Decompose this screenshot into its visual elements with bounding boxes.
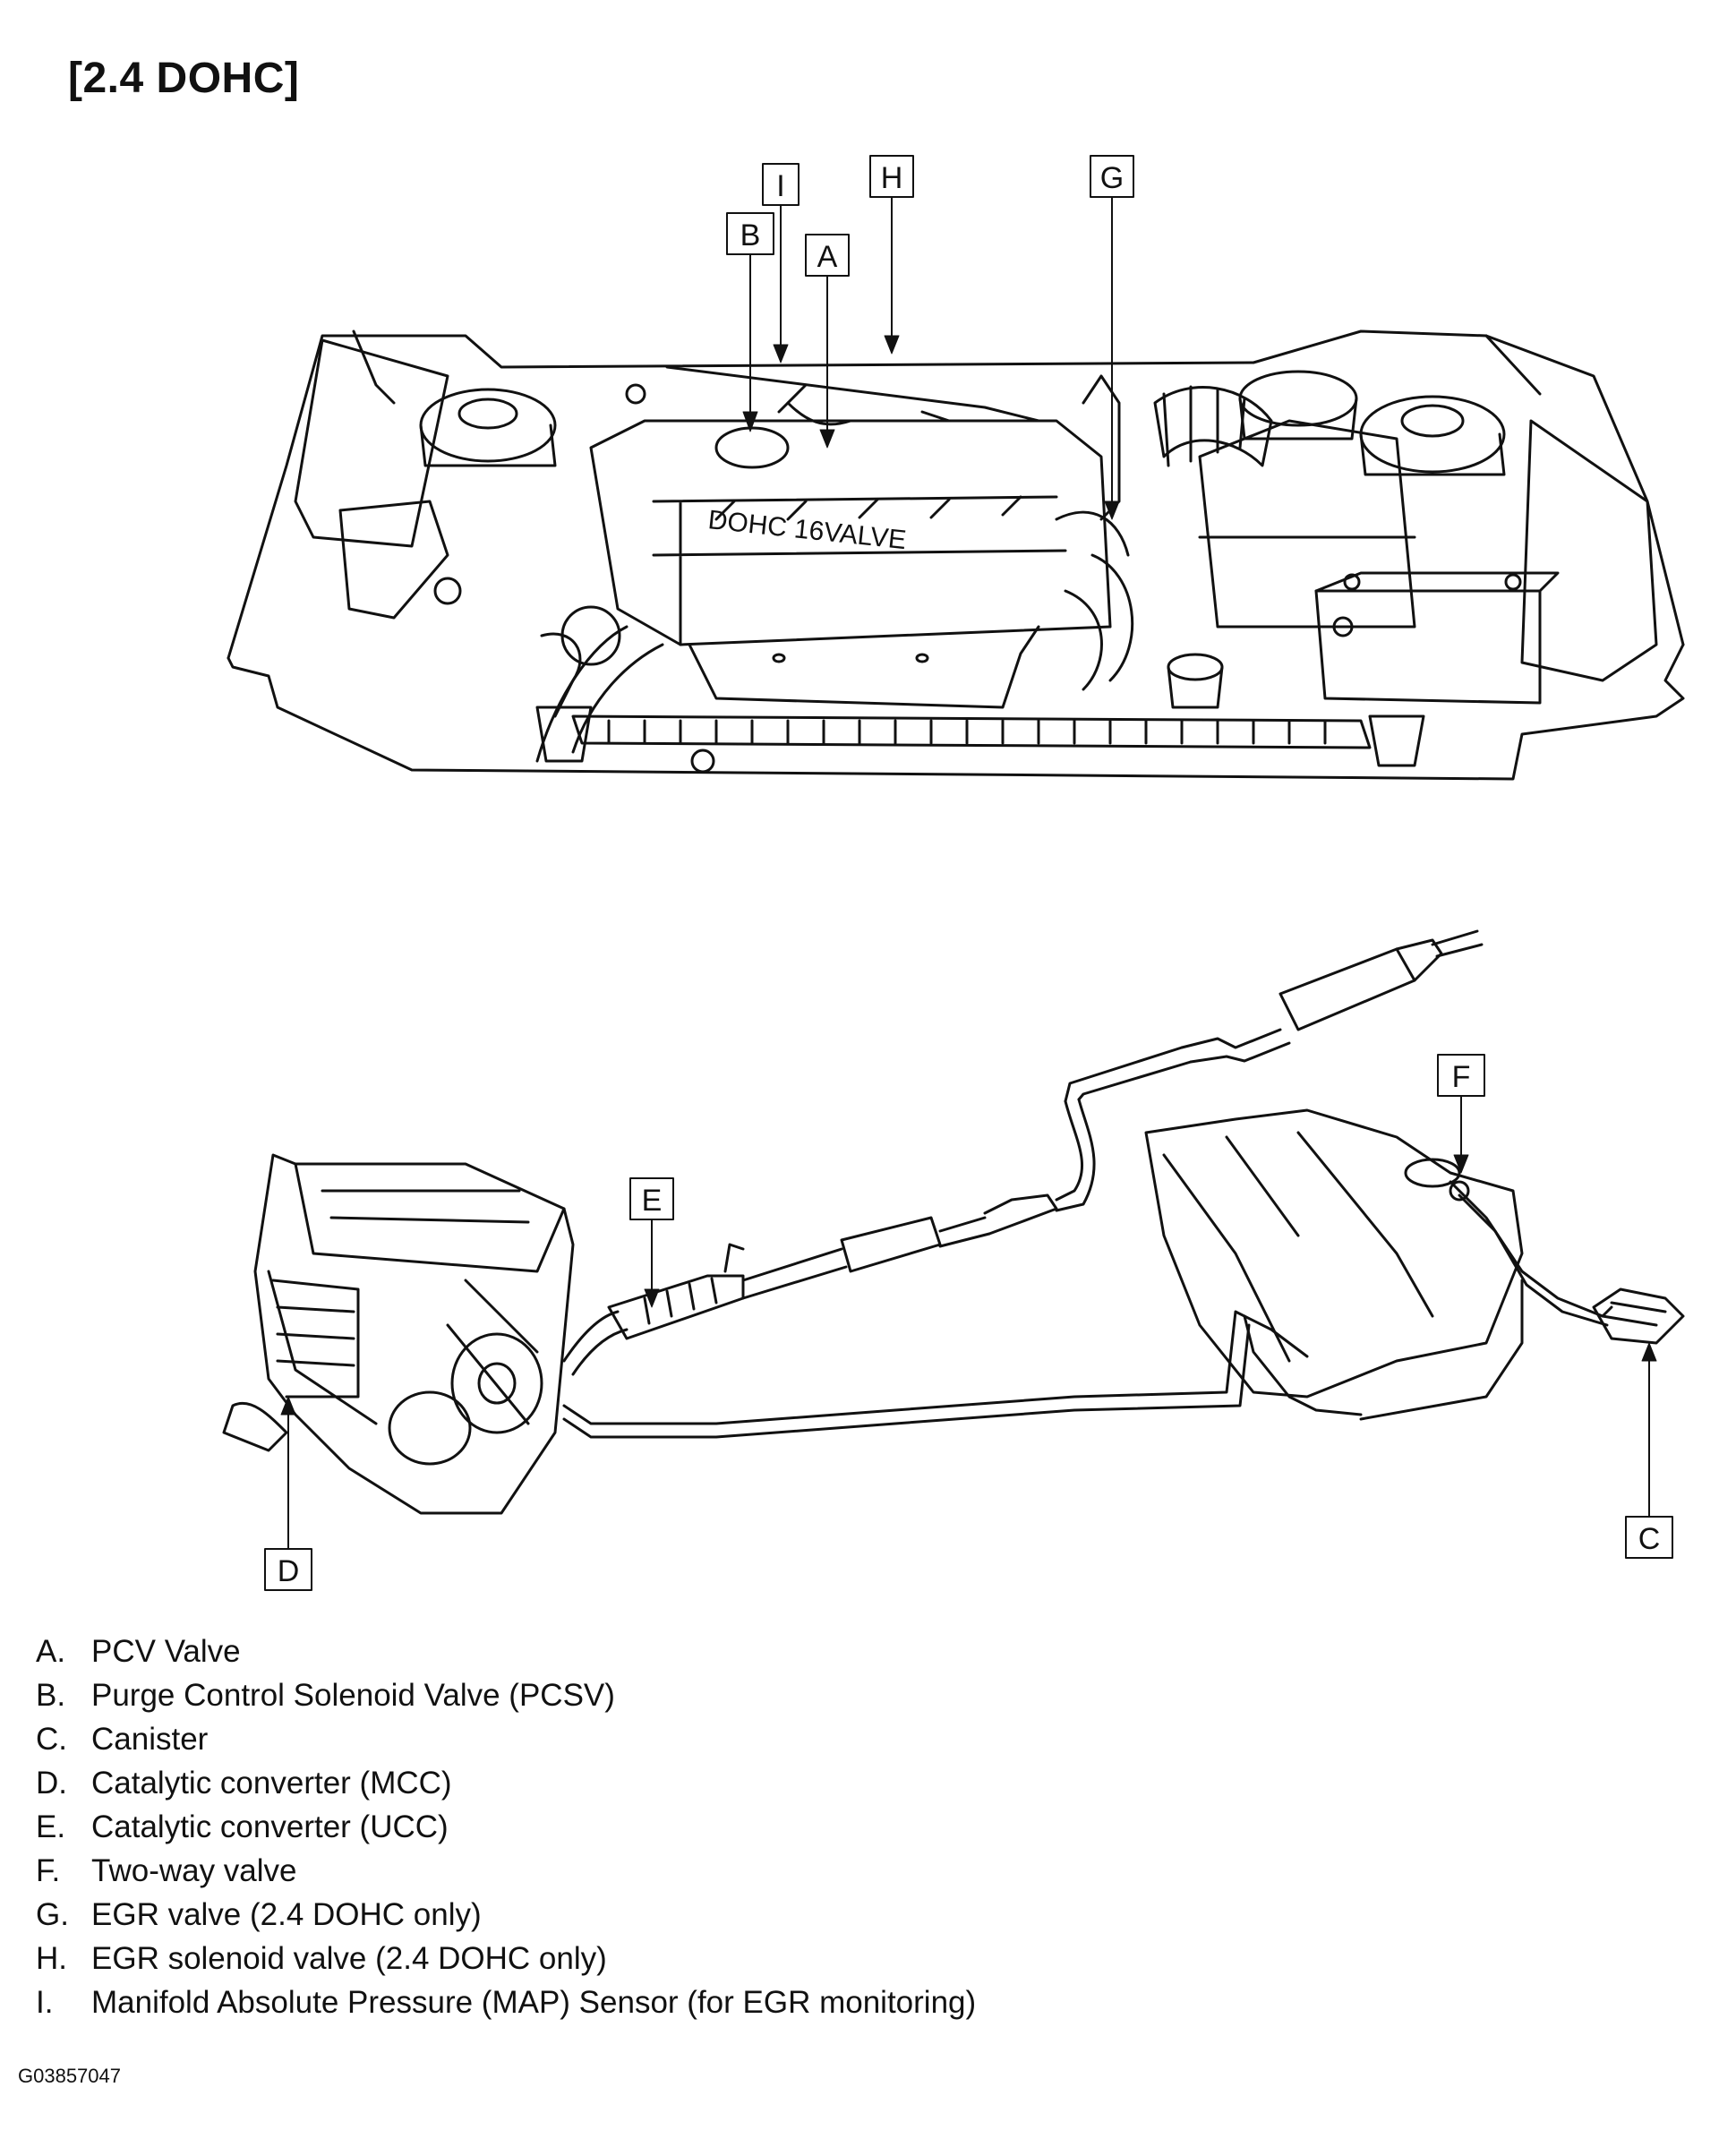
legend-text: PCV Valve	[91, 1634, 241, 1669]
svg-text:B: B	[740, 218, 761, 252]
legend-text: Catalytic converter (MCC)	[91, 1766, 452, 1801]
legend-letter: B.	[36, 1678, 66, 1713]
svg-text:H: H	[881, 161, 903, 195]
svg-text:F: F	[1452, 1060, 1471, 1094]
legend-letter: A.	[36, 1634, 66, 1669]
callout-I: I	[762, 163, 800, 364]
callout-G: G	[1090, 155, 1134, 520]
svg-text:D: D	[278, 1554, 300, 1588]
callout-D: D	[264, 1396, 312, 1591]
legend-letter: D.	[36, 1766, 67, 1801]
callout-F: F	[1437, 1054, 1485, 1174]
legend-letter: G.	[36, 1897, 69, 1932]
legend-letter: H.	[36, 1941, 67, 1976]
engine-bay-illustration: DOHC 16VALVE	[227, 329, 1685, 781]
figure-id: G03857047	[18, 2065, 121, 2087]
legend-text: EGR solenoid valve (2.4 DOHC only)	[91, 1941, 607, 1976]
engine-cover-mark: DOHC 16VALVE	[706, 505, 908, 555]
legend-letter: E.	[36, 1809, 66, 1844]
svg-text:E: E	[642, 1184, 663, 1218]
svg-text:I: I	[776, 169, 784, 203]
legend-text: EGR valve (2.4 DOHC only)	[91, 1897, 482, 1932]
callout-H: H	[869, 155, 914, 355]
callout-B: B	[726, 212, 774, 432]
legend-text: Two-way valve	[91, 1853, 297, 1888]
svg-text:C: C	[1638, 1522, 1661, 1556]
engine-and-exhaust-diagram: DOHC 16VALVE	[222, 155, 1685, 1591]
callout-E: E	[629, 1177, 674, 1308]
callout-C: C	[1625, 1342, 1673, 1559]
legend-text: Catalytic converter (UCC)	[91, 1809, 449, 1844]
legend-letter: C.	[36, 1722, 67, 1757]
exhaust-system-illustration	[222, 929, 1685, 1515]
svg-text:A: A	[817, 240, 838, 274]
svg-text:G: G	[1100, 161, 1124, 195]
legend-text: Manifold Absolute Pressure (MAP) Sensor …	[91, 1985, 977, 2020]
legend-text: Purge Control Solenoid Valve (PCSV)	[91, 1678, 615, 1713]
legend-text: Canister	[91, 1722, 209, 1757]
legend-letter: F.	[36, 1853, 61, 1888]
callout-A: A	[805, 234, 850, 449]
legend-letter: I.	[36, 1985, 54, 2020]
page-title: [2.4 DOHC]	[68, 55, 300, 102]
